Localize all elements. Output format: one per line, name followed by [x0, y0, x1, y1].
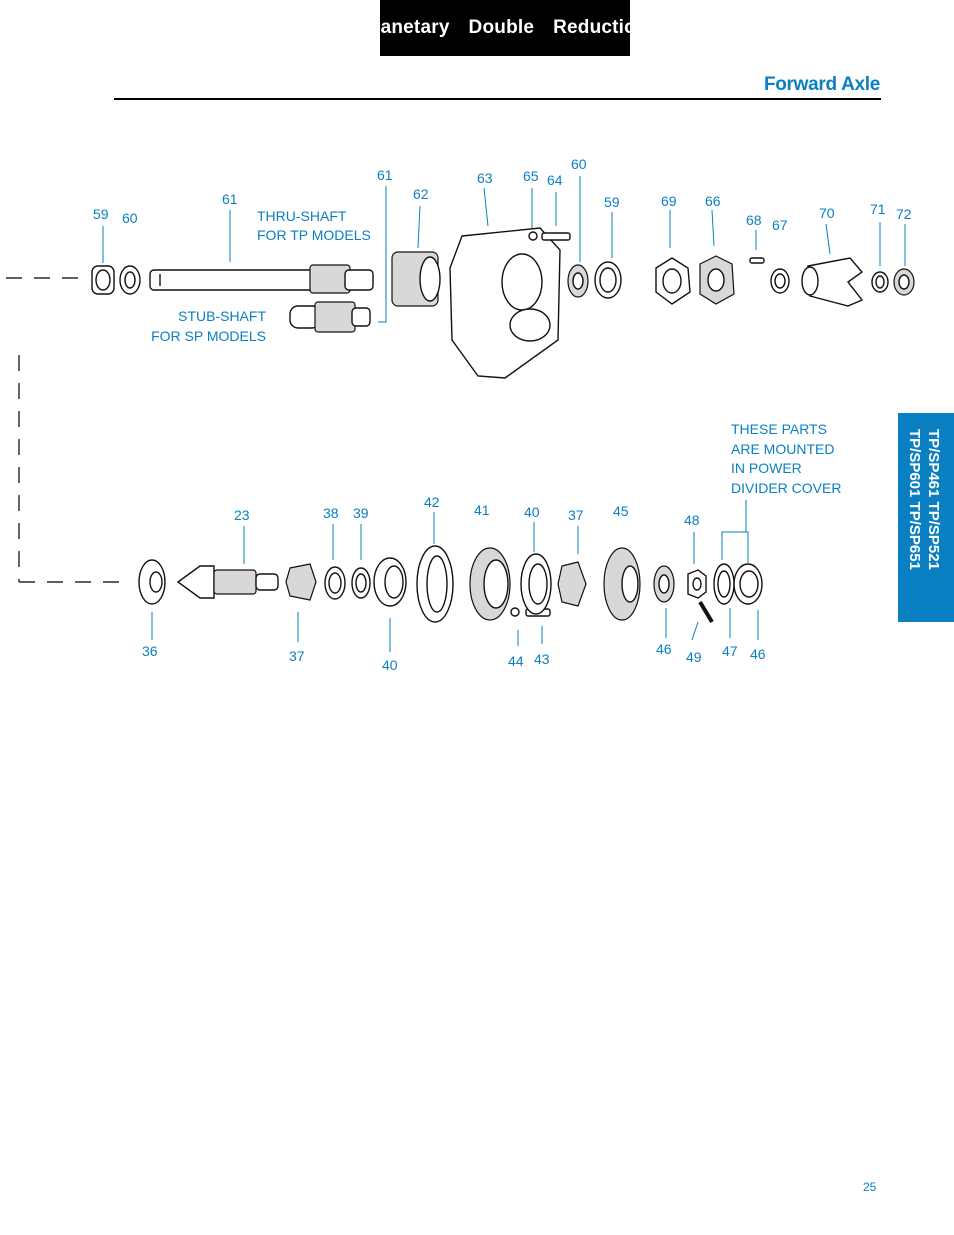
callout-62: 62: [413, 186, 429, 202]
callout-46-left: 46: [656, 641, 672, 657]
part-37-cone: [285, 563, 317, 601]
callout-23: 23: [234, 507, 250, 523]
part-48-nut: [687, 569, 707, 599]
note-mounted-line-4: DIVIDER COVER: [731, 480, 841, 496]
header-rule: [114, 98, 881, 100]
callout-71: 71: [870, 201, 886, 217]
leader-lines: [102, 176, 906, 652]
note-mounted-line-2: ARE MOUNTED: [731, 441, 834, 457]
part-42-gasket: [416, 545, 454, 623]
callout-49: 49: [686, 649, 702, 665]
callout-72: 72: [896, 206, 912, 222]
callout-45: 45: [613, 503, 629, 519]
note-thru-shaft: THRU-SHAFT FOR TP MODELS: [257, 208, 371, 243]
part-41-cage: [469, 547, 511, 621]
part-60-top: [119, 265, 141, 295]
part-61-thru-shaft: [149, 264, 374, 294]
callout-37-lower: 37: [289, 648, 305, 664]
callout-59-upper: 59: [604, 194, 620, 210]
callout-63: 63: [477, 170, 493, 186]
note-thru-shaft-line-2: FOR TP MODELS: [257, 227, 371, 243]
part-70-yoke: [801, 257, 864, 307]
note-stub-shaft: STUB-SHAFT FOR SP MODELS: [151, 308, 266, 344]
note-thru-shaft-line-1: THRU-SHAFT: [257, 208, 347, 224]
part-60-bearing-cone: [567, 264, 589, 298]
part-59-bearing-cup: [594, 261, 622, 299]
part-66-cage: [699, 255, 735, 305]
callout-65: 65: [523, 168, 539, 184]
part-39-spacer: [351, 567, 371, 599]
part-36-bearing: [138, 559, 166, 605]
part-68-screw: [749, 257, 765, 264]
callout-39: 39: [353, 505, 369, 521]
callout-47: 47: [722, 643, 738, 659]
callout-61-thru: 61: [222, 191, 238, 207]
part-40-cup: [373, 557, 407, 607]
header-title: Planetary Double Reduction: [362, 17, 648, 38]
model-side-tab: TP/SP461 TP/SP521 TP/SP601 TP/SP651: [898, 413, 954, 622]
callout-46-right: 46: [750, 646, 766, 662]
part-37-cone-2: [557, 561, 587, 607]
part-47-spacer: [713, 563, 735, 605]
note-mounted-line-1: THESE PARTS: [731, 421, 827, 437]
header-title-box: Planetary Double Reduction: [362, 0, 648, 56]
part-23-input-shaft: [176, 565, 279, 599]
note-mounted-line-3: IN POWER: [731, 460, 802, 476]
callout-40-lower: 40: [382, 657, 398, 673]
callout-67: 67: [772, 217, 788, 233]
part-62-gear: [391, 251, 441, 307]
part-65-washer: [528, 231, 538, 241]
part-38-cup: [324, 566, 346, 600]
callout-41: 41: [474, 502, 490, 518]
page-number: 25: [863, 1180, 877, 1194]
callout-69: 69: [661, 193, 677, 209]
callout-70: 70: [819, 205, 835, 221]
part-61-stub-shaft: [289, 301, 371, 333]
part-72-nut: [893, 268, 915, 296]
callout-38: 38: [323, 505, 339, 521]
part-44-washer: [510, 607, 520, 617]
callout-40-upper: 40: [524, 504, 540, 520]
part-40-cup-2: [520, 553, 552, 615]
part-67-seal: [770, 268, 790, 294]
part-59-top: [91, 265, 115, 295]
callout-59-top: 59: [93, 206, 109, 222]
callout-37-upper: 37: [568, 507, 584, 523]
note-mounted-in-cover: THESE PARTS ARE MOUNTED IN POWER DIVIDER…: [731, 421, 841, 496]
dashed-connector: [6, 277, 130, 583]
part-46-cone: [653, 565, 675, 603]
callout-66: 66: [705, 193, 721, 209]
callout-68: 68: [746, 212, 762, 228]
part-45-helical-gear: [603, 547, 641, 621]
note-stub-shaft-line-2: FOR SP MODELS: [151, 328, 266, 344]
part-49-pin: [698, 600, 714, 624]
callout-60-top: 60: [122, 210, 138, 226]
note-stub-shaft-line-1: STUB-SHAFT: [178, 308, 266, 324]
part-69-flange: [655, 257, 691, 305]
callout-44: 44: [508, 653, 524, 669]
callout-60-upper: 60: [571, 156, 587, 172]
callout-48: 48: [684, 512, 700, 528]
callout-36: 36: [142, 643, 158, 659]
callout-64: 64: [547, 172, 563, 188]
section-title: Forward Axle: [763, 74, 880, 95]
part-64-bolt: [541, 232, 571, 241]
callout-42: 42: [424, 494, 440, 510]
callout-43: 43: [534, 651, 550, 667]
callout-61-stub: 61: [377, 167, 393, 183]
part-63-divider-cover: [449, 227, 561, 379]
part-46-cup: [733, 563, 763, 605]
part-71-washer: [871, 271, 889, 293]
